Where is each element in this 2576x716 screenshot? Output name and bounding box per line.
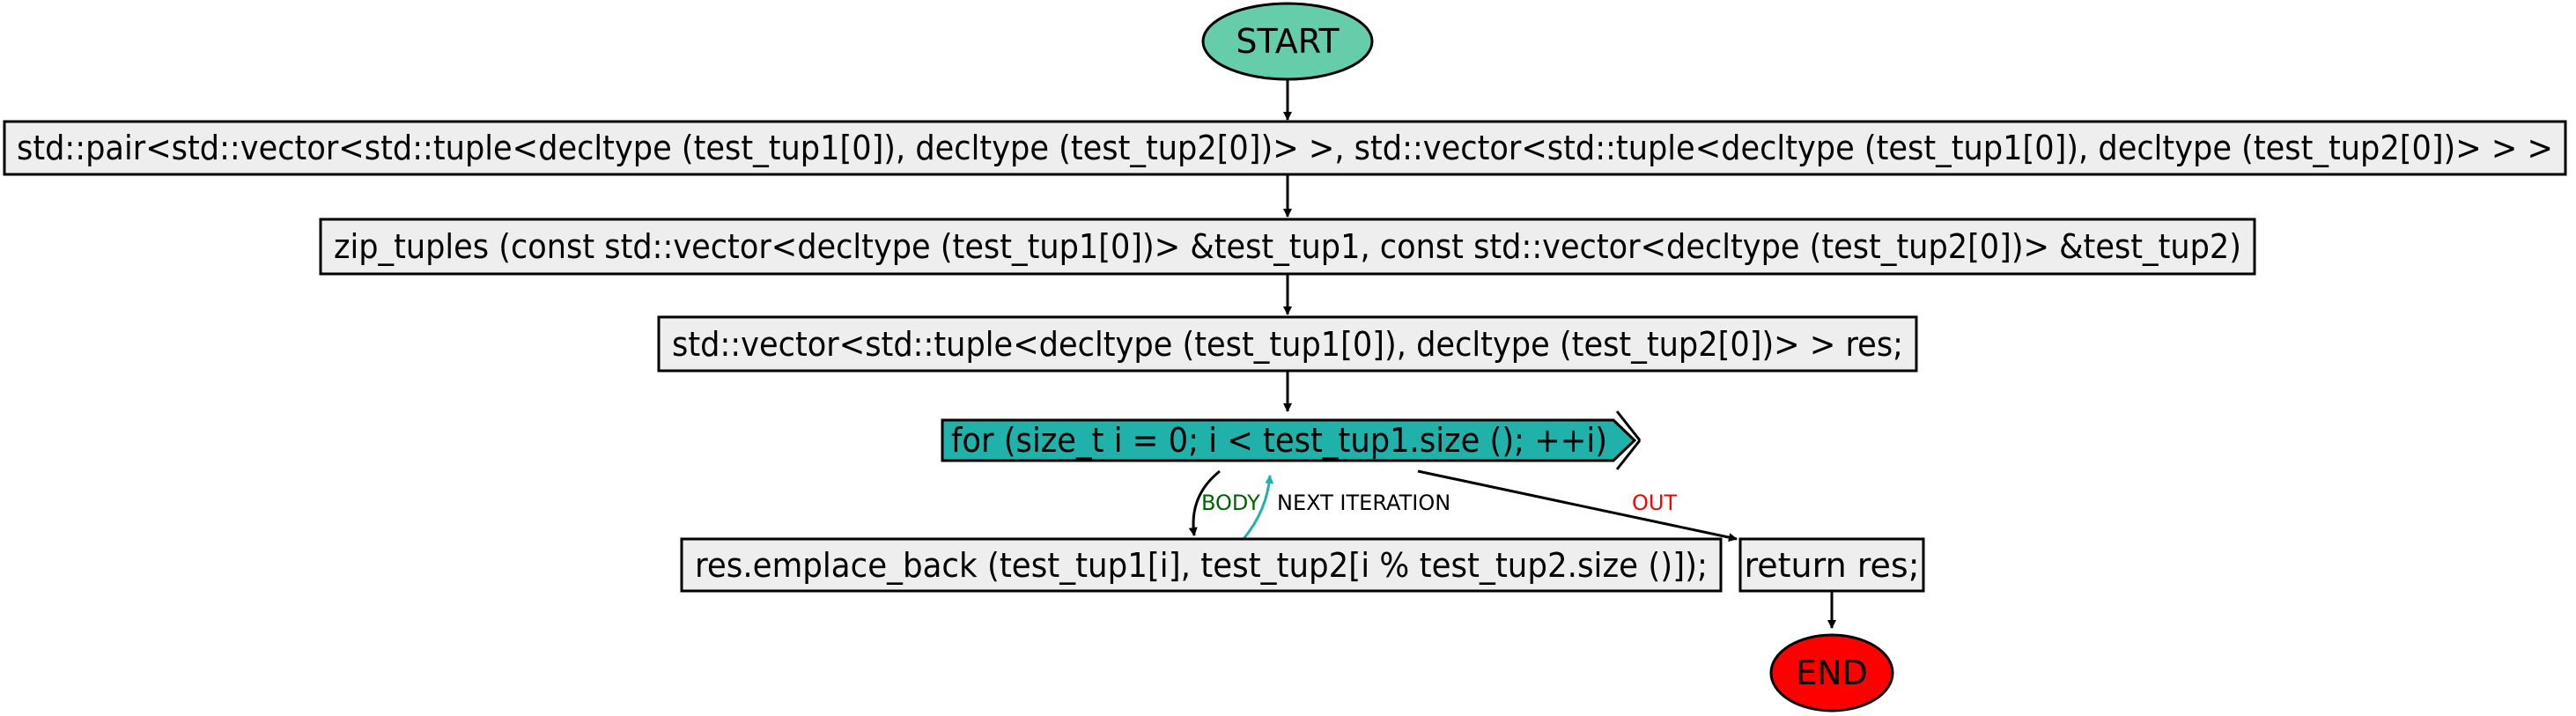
decl-res-label: std::vector<std::tuple<decltype (test_tu… <box>672 325 1903 364</box>
return-label: return res; <box>1744 546 1919 585</box>
edges <box>1188 80 1836 629</box>
return-node <box>1738 537 1925 593</box>
signature-return-label: std::pair<std::vector<std::tuple<decltyp… <box>17 129 2553 167</box>
emplace-node <box>680 537 1723 593</box>
edge-next-iteration <box>1242 475 1274 540</box>
decl-res-node <box>657 315 1918 373</box>
for-loop-chevron <box>1615 410 1642 441</box>
start-node <box>1201 2 1374 81</box>
edge-label-body: BODY <box>1201 491 1260 515</box>
end-node <box>1769 633 1894 712</box>
edge-for-out <box>1417 469 1738 543</box>
start-label: START <box>1236 22 1340 61</box>
for-loop-label: for (size_t i = 0; i < test_tup1.size ()… <box>951 421 1607 460</box>
end-label: END <box>1796 653 1868 692</box>
signature-return-node <box>3 120 2567 176</box>
edge-for-body <box>1188 469 1221 536</box>
signature-params-label: zip_tuples (const std::vector<decltype (… <box>334 227 2241 266</box>
for-loop-chevron-lower <box>1615 439 1642 470</box>
edge-label-out: OUT <box>1632 491 1677 515</box>
signature-params-node <box>319 218 2256 276</box>
edge-label-next-iteration: NEXT ITERATION <box>1277 491 1450 515</box>
for-loop-node <box>941 418 1637 462</box>
emplace-label: res.emplace_back (test_tup1[i], test_tup… <box>695 546 1708 585</box>
